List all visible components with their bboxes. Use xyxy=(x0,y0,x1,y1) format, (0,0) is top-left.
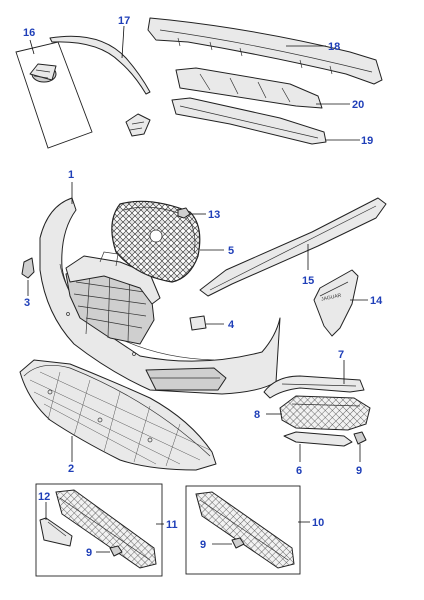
callout-8: 8 xyxy=(254,409,260,421)
callout-20: 20 xyxy=(352,99,364,111)
part-18-valance: 18 xyxy=(147,17,383,85)
clip-upper xyxy=(29,63,57,83)
part-3-bracket: 3 xyxy=(21,257,35,309)
callout-7: 7 xyxy=(338,349,344,361)
callout-18: 18 xyxy=(328,41,340,53)
part-19-lip: 19 xyxy=(171,97,373,147)
part-10-box: 9 10 xyxy=(185,485,324,575)
callout-16: 16 xyxy=(23,27,35,39)
callout-14: 14 xyxy=(370,295,383,307)
part-15-side-strip: 15 xyxy=(199,197,387,297)
part-2-undertray: 2 xyxy=(19,359,217,475)
part-20-diffuser: 20 xyxy=(175,67,364,111)
callout-15: 15 xyxy=(302,275,314,287)
callout-17: 17 xyxy=(118,15,130,27)
callout-11: 11 xyxy=(166,519,178,531)
part-6-lower-trim: 6 xyxy=(283,431,353,477)
part-5-grille: 5 xyxy=(111,200,234,283)
callout-9b: 9 xyxy=(200,539,206,551)
clip-lower xyxy=(125,113,151,137)
part-17-strip: 17 xyxy=(49,15,151,95)
part-8-lamp-bezel: 8 xyxy=(254,395,371,431)
callout-3: 3 xyxy=(24,297,30,309)
part-4-plate: 4 xyxy=(189,315,235,331)
part-11-box: 12 9 11 xyxy=(35,483,178,577)
callout-1: 1 xyxy=(68,169,74,181)
callout-2: 2 xyxy=(68,463,74,475)
part-1-bumper-cover: 1 xyxy=(39,169,281,395)
part-7-trim: 7 xyxy=(263,349,365,399)
callout-9a: 9 xyxy=(86,547,92,559)
callout-13: 13 xyxy=(208,209,220,221)
part-9-clip-right: 9 xyxy=(353,431,367,477)
callout-4: 4 xyxy=(228,319,235,331)
callout-10: 10 xyxy=(312,517,324,529)
part-13-clip: 13 xyxy=(177,207,220,221)
callout-19: 19 xyxy=(361,135,373,147)
badge-lettering: JAGUAR xyxy=(321,293,342,303)
callout-5: 5 xyxy=(228,245,234,257)
callout-9c: 9 xyxy=(356,465,362,477)
part-16-clip-inset: 16 xyxy=(15,27,151,149)
callout-12: 12 xyxy=(38,491,50,503)
part-14-badge: JAGUAR 14 xyxy=(313,269,383,337)
callout-6: 6 xyxy=(296,465,302,477)
